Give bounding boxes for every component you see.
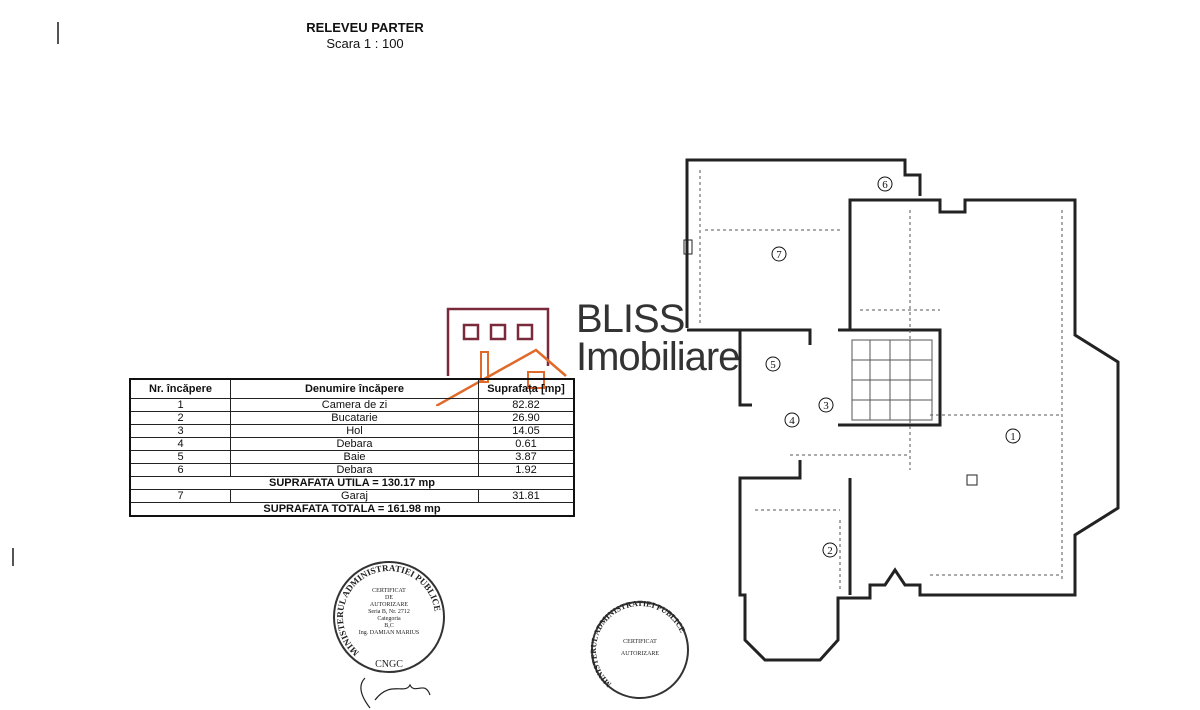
title-text: RELEVEU PARTER	[306, 20, 424, 35]
useful-total-row: SUPRAFATA UTILA = 130.17 mp	[129, 476, 575, 490]
col-header-name: Denumire încăpere	[230, 378, 479, 399]
room-name: Camera de zi	[230, 398, 479, 412]
room-label-7: 7	[771, 246, 787, 262]
logo-text-bliss: BLISS	[576, 297, 685, 341]
svg-text:5: 5	[770, 359, 776, 371]
col-header-nr: Nr. încăpere	[129, 378, 231, 399]
official-stamp-2: MINISTERUL ADMINISTRATIEI PUBLICE CERTIF…	[589, 599, 689, 699]
room-area: 82.82	[478, 398, 575, 412]
stair-walls	[838, 328, 942, 427]
garage-walls	[685, 158, 922, 328]
svg-text:AUTORIZARE: AUTORIZARE	[621, 651, 660, 657]
room-name: Baie	[230, 450, 479, 464]
svg-text:AUTORIZARE: AUTORIZARE	[370, 602, 409, 608]
useful-total: SUPRAFATA UTILA = 130.17 mp	[129, 476, 575, 490]
room-nr: 7	[129, 489, 231, 503]
room-label-2: 2	[822, 542, 838, 558]
svg-text:3: 3	[823, 400, 829, 412]
room-nr: 3	[129, 424, 231, 438]
room-name: Debara	[230, 437, 479, 451]
grand-total: SUPRAFATA TOTALA = 161.98 mp	[129, 502, 575, 517]
scale-text: Scara 1 : 100	[326, 36, 404, 51]
svg-text:B,C: B,C	[384, 623, 394, 629]
room-name: Hol	[230, 424, 479, 438]
drawing-title: RELEVEU PARTER Scara 1 : 100	[290, 20, 440, 52]
room-area: 0.61	[478, 437, 575, 451]
svg-text:CERTIFICAT: CERTIFICAT	[372, 588, 406, 594]
room-name: Garaj	[230, 489, 479, 503]
svg-text:Seria B, Nr. 2712: Seria B, Nr. 2712	[368, 609, 410, 615]
scan-mark	[12, 548, 14, 566]
svg-text:1: 1	[1010, 431, 1016, 443]
svg-text:7: 7	[776, 249, 782, 261]
svg-text:6: 6	[882, 179, 888, 191]
room-area: 14.05	[478, 424, 575, 438]
room-label-1: 1	[1005, 428, 1021, 444]
grand-total-row: SUPRAFATA TOTALA = 161.98 mp	[129, 502, 575, 517]
bliss-logo: BLISS Imobiliare	[436, 297, 766, 406]
room-area: 26.90	[478, 411, 575, 425]
room-area-table: Nr. încăpere Denumire încăpere Suprafața…	[129, 378, 575, 517]
svg-text:CNGC: CNGC	[375, 659, 403, 670]
official-stamp-1: MINISTERUL ADMINISTRATIEI PUBLICE CERTIF…	[333, 561, 445, 709]
svg-text:CERTIFICAT: CERTIFICAT	[623, 639, 657, 645]
room-nr: 5	[129, 450, 231, 464]
bath-walls	[738, 330, 752, 407]
room-label-3: 3	[818, 397, 834, 413]
logo-text-imobiliare: Imobiliare	[576, 335, 740, 379]
svg-text:DE: DE	[385, 595, 393, 601]
room-name: Bucatarie	[230, 411, 479, 425]
room-label-5: 5	[765, 356, 781, 372]
svg-text:Categoria: Categoria	[377, 616, 401, 622]
room-label-6: 6	[877, 176, 893, 192]
room-nr: 1	[129, 398, 231, 412]
table-header-row: Nr. încăpere Denumire încăpere Suprafața…	[129, 378, 575, 399]
room-nr: 6	[129, 463, 231, 477]
garage-bottom-wall	[687, 328, 812, 345]
room-label-4: 4	[784, 412, 800, 428]
room-area: 3.87	[478, 450, 575, 464]
room-area: 31.81	[478, 489, 575, 503]
svg-text:2: 2	[827, 545, 833, 557]
svg-text:4: 4	[789, 415, 795, 427]
col-header-area: Suprafața [mp]	[478, 378, 575, 399]
main-outline	[738, 198, 1120, 662]
room-area: 1.92	[478, 463, 575, 477]
svg-text:Ing. DAMIAN MARIUS: Ing. DAMIAN MARIUS	[359, 630, 420, 636]
scan-mark	[57, 22, 59, 44]
room-nr: 4	[129, 437, 231, 451]
room-nr: 2	[129, 411, 231, 425]
signature	[360, 677, 431, 709]
room-name: Debara	[230, 463, 479, 477]
